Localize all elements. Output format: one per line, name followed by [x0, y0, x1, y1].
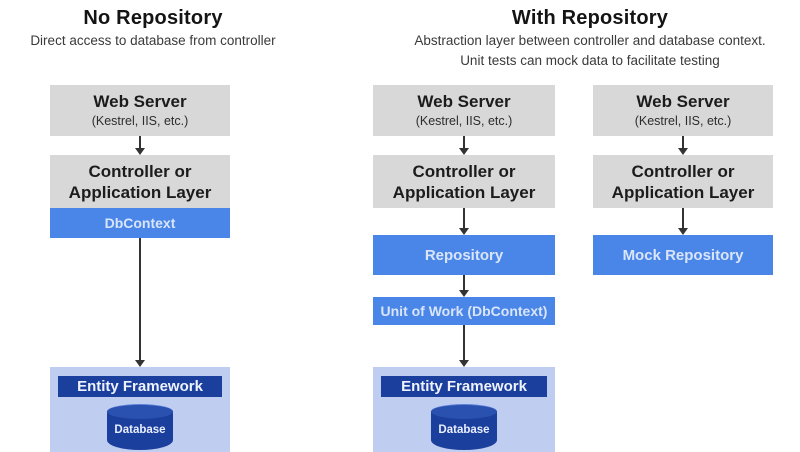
- web-server-subtitle: (Kestrel, IIS, etc.): [634, 114, 732, 128]
- arrow-controller-to-mock-repository: [678, 208, 688, 235]
- repository-bar: Repository: [373, 235, 555, 275]
- with-repository-subtitle-line2: Unit tests can mock data to facilitate t…: [460, 53, 720, 68]
- no-repository-header: No Repository Direct access to database …: [13, 6, 293, 50]
- no-repository-title: No Repository: [83, 7, 223, 29]
- entity-framework-label: Entity Framework: [77, 378, 203, 395]
- controller-line2: Application Layer: [392, 182, 536, 202]
- database-label: Database: [438, 424, 490, 436]
- unit-of-work-label: Unit of Work (DbContext): [380, 303, 548, 319]
- no-repository-subtitle: Direct access to database from controlle…: [30, 33, 276, 48]
- database-label: Database: [114, 424, 166, 436]
- controller-line2: Application Layer: [611, 182, 755, 202]
- web-server-title: Web Server: [417, 92, 511, 111]
- entity-framework-bar: Entity Framework: [381, 376, 547, 397]
- controller-line1: Controller or: [88, 161, 192, 181]
- with-repo-controller-box: Controller or Application Layer: [373, 155, 555, 208]
- controller-line1: Controller or: [631, 161, 735, 181]
- web-server-subtitle: (Kestrel, IIS, etc.): [415, 114, 513, 128]
- arrow-webserver-to-controller: [135, 136, 145, 155]
- arrow-repository-to-unit-of-work: [459, 275, 469, 297]
- dbcontext-bar: DbContext: [50, 208, 230, 238]
- arrow-webserver-to-controller: [678, 136, 688, 155]
- arrow-dbcontext-to-entity-framework: [135, 238, 145, 367]
- entity-framework-bar: Entity Framework: [58, 376, 222, 397]
- web-server-title: Web Server: [93, 92, 187, 111]
- cylinder-top: [431, 404, 497, 419]
- with-repository-title: With Repository: [511, 7, 669, 29]
- with-repository-header: With Repository Abstraction layer betwee…: [390, 6, 790, 70]
- with-repo-web-server-box: Web Server (Kestrel, IIS, etc.): [373, 85, 555, 136]
- dbcontext-label: DbContext: [104, 215, 176, 231]
- web-server-subtitle: (Kestrel, IIS, etc.): [91, 114, 189, 128]
- controller-line2: Application Layer: [68, 182, 212, 202]
- mock-web-server-box: Web Server (Kestrel, IIS, etc.): [593, 85, 773, 136]
- no-repo-web-server-box: Web Server (Kestrel, IIS, etc.): [50, 85, 230, 136]
- no-repo-controller-box: Controller or Application Layer: [50, 155, 230, 208]
- with-repository-subtitle-line1: Abstraction layer between controller and…: [414, 33, 766, 48]
- database-cylinder-icon: Database: [107, 404, 173, 450]
- database-cylinder-icon: Database: [431, 404, 497, 450]
- cylinder-top: [107, 404, 173, 419]
- controller-line1: Controller or: [412, 161, 516, 181]
- entity-framework-label: Entity Framework: [401, 378, 527, 395]
- arrow-controller-to-repository: [459, 208, 469, 235]
- mock-controller-box: Controller or Application Layer: [593, 155, 773, 208]
- web-server-title: Web Server: [636, 92, 730, 111]
- unit-of-work-bar: Unit of Work (DbContext): [373, 297, 555, 325]
- mock-repository-bar: Mock Repository: [593, 235, 773, 275]
- mock-repository-label: Mock Repository: [622, 246, 744, 264]
- repository-label: Repository: [424, 246, 504, 264]
- arrow-unit-of-work-to-entity-framework: [459, 325, 469, 367]
- arrow-webserver-to-controller: [459, 136, 469, 155]
